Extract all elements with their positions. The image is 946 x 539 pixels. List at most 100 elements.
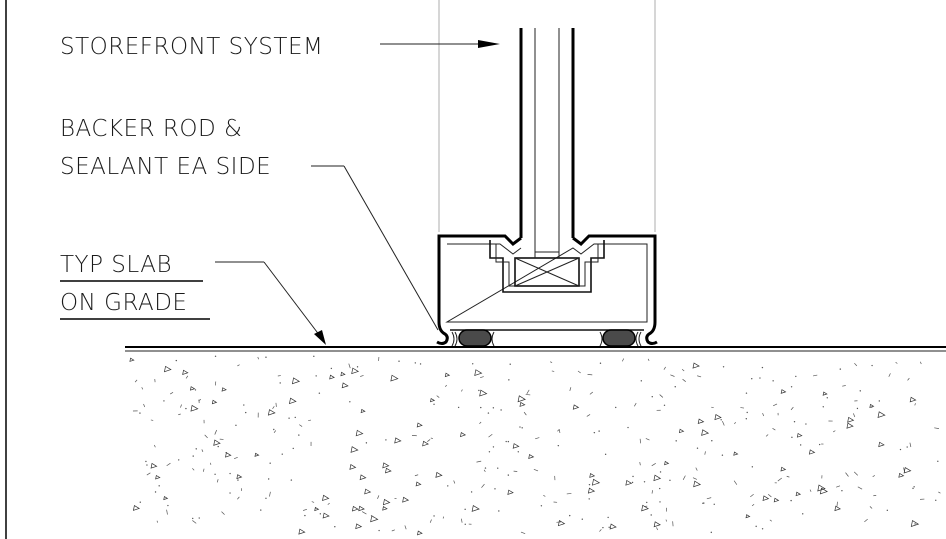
concrete-aggregate-mark xyxy=(484,467,487,469)
concrete-aggregate-mark xyxy=(225,452,232,458)
concrete-aggregate-mark xyxy=(166,462,171,467)
concrete-aggregate-mark xyxy=(898,472,905,478)
concrete-aggregate-mark xyxy=(260,509,262,511)
concrete-aggregate-mark xyxy=(751,377,753,380)
concrete-aggregate-mark xyxy=(351,367,360,375)
concrete-aggregate-mark xyxy=(269,491,271,497)
concrete-aggregate-mark xyxy=(903,466,912,474)
concrete-aggregate-mark xyxy=(899,448,902,451)
concrete-aggregate-mark xyxy=(914,523,916,525)
concrete-aggregate-mark xyxy=(492,446,495,448)
concrete-aggregate-mark xyxy=(569,514,571,517)
concrete-aggregate-mark xyxy=(435,471,443,478)
concrete-aggregate-mark xyxy=(461,518,463,523)
concrete-aggregate-mark xyxy=(329,374,335,380)
concrete-aggregate-mark xyxy=(201,449,204,452)
concrete-aggregate-mark xyxy=(497,467,499,469)
concrete-aggregate-mark xyxy=(864,518,868,523)
concrete-aggregate-mark xyxy=(355,523,363,530)
concrete-aggregate-mark xyxy=(216,479,219,483)
concrete-aggregate-mark xyxy=(703,502,705,504)
concrete-aggregate-mark xyxy=(802,513,804,515)
concrete-aggregate-mark xyxy=(847,416,855,423)
concrete-aggregate-mark xyxy=(697,418,705,425)
concrete-aggregate-mark xyxy=(476,460,482,463)
concrete-aggregate-mark xyxy=(780,389,787,394)
concrete-aggregate-mark xyxy=(872,475,875,478)
concrete-aggregate-mark xyxy=(627,426,629,429)
backer-rod-label-line2: SEALANT EA SIDE xyxy=(60,154,271,180)
concrete-aggregate-mark xyxy=(360,375,364,377)
concrete-aggregate-mark xyxy=(834,505,842,512)
concrete-aggregate-mark xyxy=(886,509,889,512)
storefront-leader xyxy=(380,40,500,48)
concrete-aggregate-mark xyxy=(589,391,593,395)
glazing-pocket-inner xyxy=(495,244,599,287)
concrete-aggregate-mark xyxy=(500,409,502,411)
concrete-aggregate-mark xyxy=(669,479,671,482)
concrete-aggregate-mark xyxy=(292,447,294,450)
concrete-aggregate-mark xyxy=(646,501,648,504)
concrete-aggregate-mark xyxy=(521,427,523,429)
concrete-aggregate-mark xyxy=(609,523,617,530)
concrete-aggregate-mark xyxy=(772,403,778,407)
concrete-aggregate-mark xyxy=(132,505,141,511)
concrete-aggregate-mark xyxy=(237,496,240,500)
concrete-aggregate-mark xyxy=(163,400,165,402)
concrete-aggregate-mark xyxy=(322,512,330,519)
concrete-aggregate-mark xyxy=(710,531,712,534)
concrete-aggregate-mark xyxy=(722,421,725,426)
concrete-aggregate-mark xyxy=(745,514,751,519)
concrete-aggregate-mark xyxy=(509,363,511,365)
concrete-aggregate-mark xyxy=(236,474,243,480)
concrete-aggregate-mark xyxy=(704,451,706,455)
concrete-aggregate-mark xyxy=(751,466,754,468)
concrete-aggregate-mark xyxy=(777,477,782,482)
concrete-aggregate-mark xyxy=(134,379,138,383)
concrete-aggregate-mark xyxy=(713,503,715,505)
concrete-aggregate-mark xyxy=(854,362,858,367)
concrete-aggregate-mark xyxy=(920,361,922,365)
concrete-aggregate-mark xyxy=(706,497,712,500)
concrete-aggregate-mark xyxy=(433,515,435,517)
concrete-aggregate-mark xyxy=(631,481,634,484)
concrete-aggregate-mark xyxy=(364,488,372,495)
concrete-aggregate-mark xyxy=(846,422,854,429)
concrete-aggregate-mark xyxy=(257,356,259,360)
concrete-aggregate-mark xyxy=(299,424,303,427)
concrete-aggregate-mark xyxy=(429,519,432,523)
concrete-aggregate-mark xyxy=(695,467,698,471)
concrete-aggregate-mark xyxy=(180,404,182,408)
concrete-aggregate-mark xyxy=(857,486,863,490)
concrete-aggregate-mark xyxy=(841,490,843,492)
concrete-aggregate-mark xyxy=(697,375,702,378)
concrete-aggregate-mark xyxy=(360,408,366,414)
concrete-aggregate-mark xyxy=(656,527,658,531)
concrete-aggregate-mark xyxy=(146,464,148,466)
concrete-aggregate-mark xyxy=(913,486,915,488)
concrete-aggregate-mark xyxy=(143,403,146,408)
concrete-aggregate-mark xyxy=(519,401,526,407)
concrete-aggregate-mark xyxy=(809,489,812,492)
concrete-aggregate-mark xyxy=(805,423,807,425)
concrete-aggregate-mark xyxy=(315,375,317,377)
concrete-aggregate-mark xyxy=(464,523,466,525)
concrete-aggregate-mark xyxy=(488,451,491,453)
concrete-aggregate-mark xyxy=(350,446,359,453)
concrete-aggregate-mark xyxy=(447,485,449,487)
setting-block xyxy=(514,234,580,287)
concrete-aggregate-mark xyxy=(355,429,364,437)
concrete-aggregate-mark xyxy=(587,487,596,494)
concrete-aggregate-mark xyxy=(625,479,633,486)
concrete-slab-hatch xyxy=(129,355,941,536)
backer-rod-label-line1: BACKER ROD & xyxy=(60,116,242,142)
concrete-aggregate-mark xyxy=(214,473,216,476)
concrete-aggregate-mark xyxy=(279,382,281,384)
concrete-aggregate-mark xyxy=(192,468,195,471)
concrete-aggregate-mark xyxy=(361,511,367,515)
concrete-aggregate-mark xyxy=(233,457,238,459)
concrete-aggregate-mark xyxy=(298,528,306,535)
concrete-aggregate-mark xyxy=(733,451,739,456)
concrete-aggregate-mark xyxy=(842,385,846,387)
concrete-aggregate-mark xyxy=(769,519,773,522)
